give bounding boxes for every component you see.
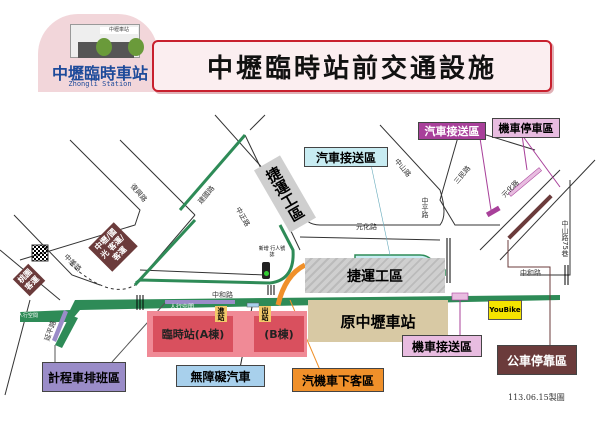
temp-station-b: (B棟)	[254, 316, 304, 352]
callout-car-pickup-right: 汽車接送區	[418, 122, 486, 140]
station-illustration: 中壢車站	[60, 20, 150, 62]
walkway-label: 人行空間	[18, 313, 39, 319]
temp-station-a: 臨時站(A棟)	[153, 316, 233, 352]
callout-taxi-queue: 計程車排班區	[42, 362, 126, 392]
page-title: 中壢臨時站前交通設施	[206, 53, 497, 84]
road-label-yuanhua: 元化路	[356, 223, 377, 231]
callout-bus-stop: 公車停靠區	[497, 345, 577, 375]
temp-station-a-label: 臨時站(A棟)	[161, 328, 225, 341]
walkway-label: 人行空間	[170, 304, 195, 311]
logo-sign: 中壢車站	[100, 27, 138, 34]
traffic-light-icon	[262, 262, 270, 279]
original-station-label: 原中壢車站	[340, 312, 416, 331]
tree-icon	[96, 38, 112, 56]
exit-arrow: 出站	[259, 306, 271, 322]
temp-station-b-label: (B棟)	[264, 328, 294, 341]
callout-motorcycle-parking: 機車停車區	[492, 118, 560, 138]
map-date: 113.06.15製圖	[508, 393, 565, 402]
road-label-zhongping: 中平路	[421, 197, 429, 218]
youbike-station: YouBike	[488, 300, 522, 320]
callout-accessible-car: 無障礙汽車	[176, 365, 265, 387]
callout-moto-pickup: 機車接送區	[402, 335, 482, 357]
new-signal-label: 新增 行人號誌	[258, 246, 286, 258]
road-label-zhonghe: 中和路	[520, 269, 541, 277]
road-label-zhongshan-75: 中山路75巷	[561, 220, 569, 257]
road-label-zhonghe: 中和路	[212, 291, 233, 299]
mrt-work-area: 捷運工區	[305, 258, 445, 293]
callout-car-pickup-center: 汽車接送區	[304, 147, 388, 167]
entrance-arrow: 進站	[215, 306, 227, 322]
tree-icon	[128, 38, 144, 56]
callout-car-moto-dropoff: 汽機車下客區	[292, 368, 384, 392]
logo-title: 中壢臨時車站	[51, 64, 148, 83]
mrt-work-area-2-label: 捷運工區	[347, 268, 403, 285]
title-box	[152, 40, 552, 92]
logo-subtitle: Zhongli Station	[68, 80, 132, 88]
